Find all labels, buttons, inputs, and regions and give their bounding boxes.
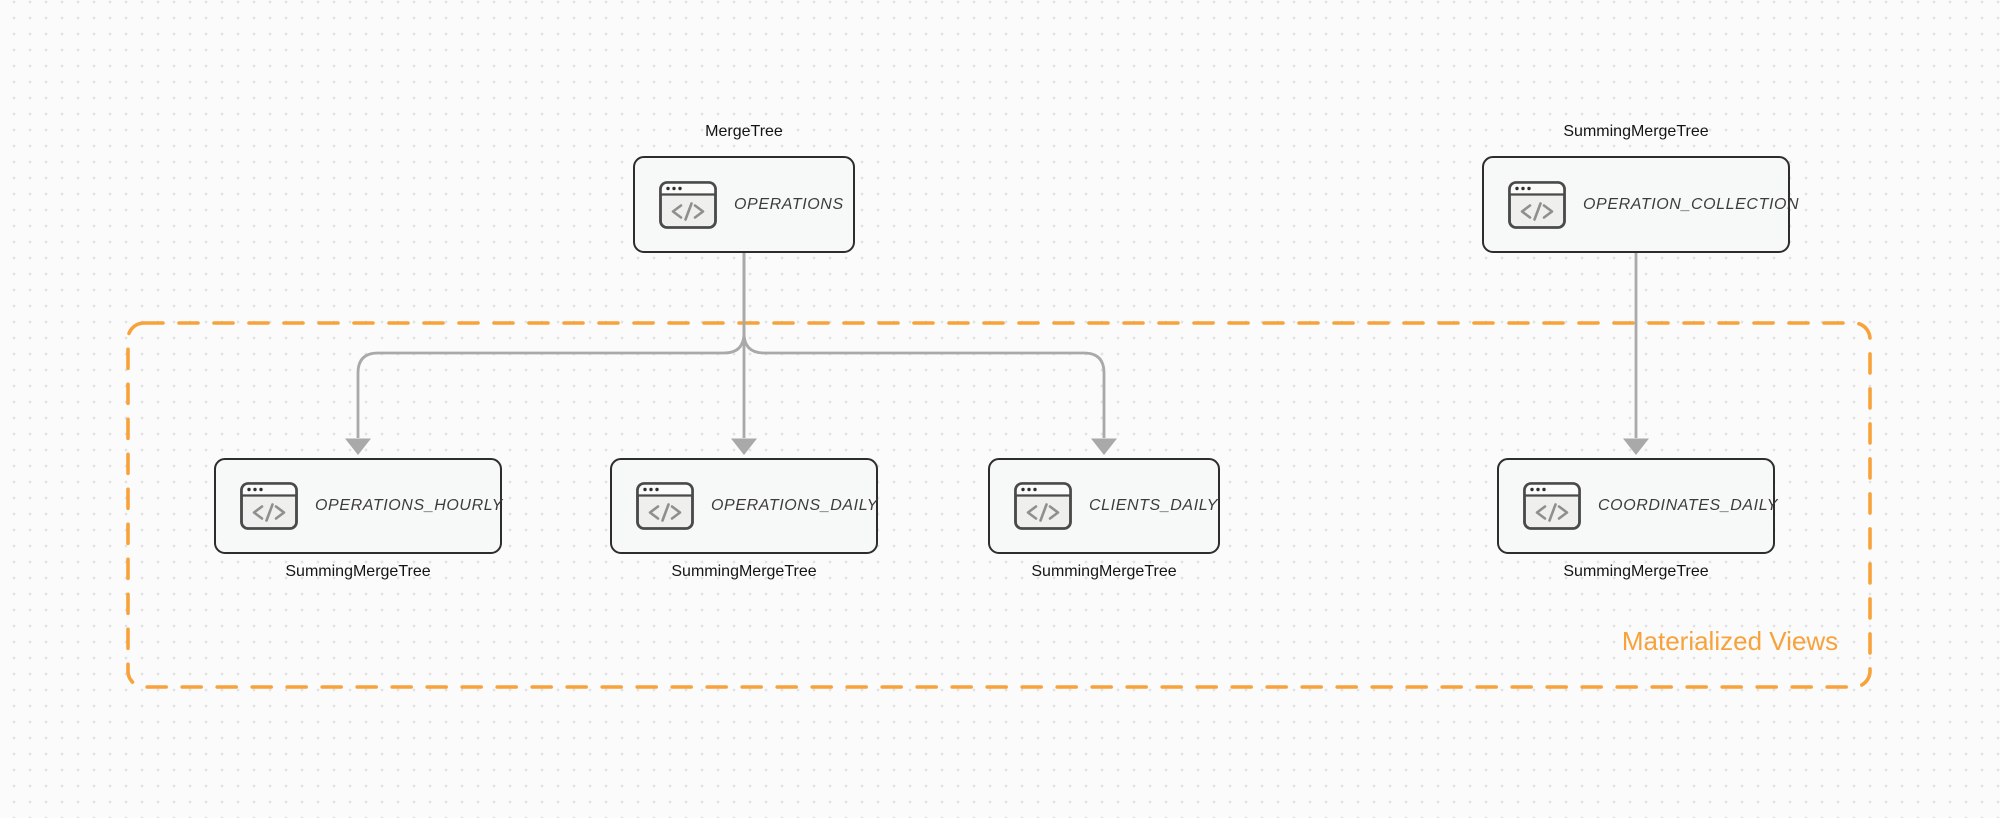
code-window-icon (659, 180, 717, 229)
edge-operations-to-operations-hourly (356, 253, 746, 438)
arrowhead-operations-hourly (345, 438, 371, 455)
table-name: COORDINATES_DAILY (1598, 497, 1779, 514)
engine-label-operations-daily: SummingMergeTree (671, 563, 817, 580)
engine-label-coordinates-daily: SummingMergeTree (1563, 563, 1709, 580)
code-window-icon (636, 482, 694, 530)
table-name: OPERATIONS_DAILY (711, 497, 878, 514)
edge-operations-to-clients-daily (742, 253, 1106, 438)
engine-label-clients-daily: SummingMergeTree (1031, 563, 1177, 580)
materialized-views-group-border (126, 321, 1872, 689)
node-operation-collection: OPERATION_COLLECTION (1482, 156, 1799, 253)
arrowhead-coordinates-daily (1623, 438, 1649, 455)
code-window-icon (1014, 482, 1072, 530)
table-name: OPERATIONS (734, 195, 844, 213)
materialized-views-label: Materialized Views (1621, 626, 1839, 656)
node-operations: OPERATIONS (633, 156, 855, 253)
table-name: OPERATION_COLLECTION (1583, 195, 1800, 213)
node-operations-hourly: OPERATIONS_HOURLY (214, 458, 502, 554)
code-window-icon (1508, 180, 1566, 229)
engine-label-operations: MergeTree (705, 123, 783, 140)
code-window-icon (240, 482, 298, 530)
code-window-icon (1523, 482, 1581, 530)
node-coordinates-daily: COORDINATES_DAILY (1497, 458, 1779, 554)
arrowhead-clients-daily (1091, 438, 1117, 455)
table-name: CLIENTS_DAILY (1089, 497, 1219, 514)
table-name: OPERATIONS_HOURLY (315, 497, 504, 514)
arrowhead-operations-daily (731, 438, 757, 455)
node-clients-daily: CLIENTS_DAILY (988, 458, 1220, 554)
node-operations-daily: OPERATIONS_DAILY (610, 458, 878, 554)
engine-label-operation-collection: SummingMergeTree (1563, 123, 1709, 140)
engine-label-operations-hourly: SummingMergeTree (285, 563, 431, 580)
